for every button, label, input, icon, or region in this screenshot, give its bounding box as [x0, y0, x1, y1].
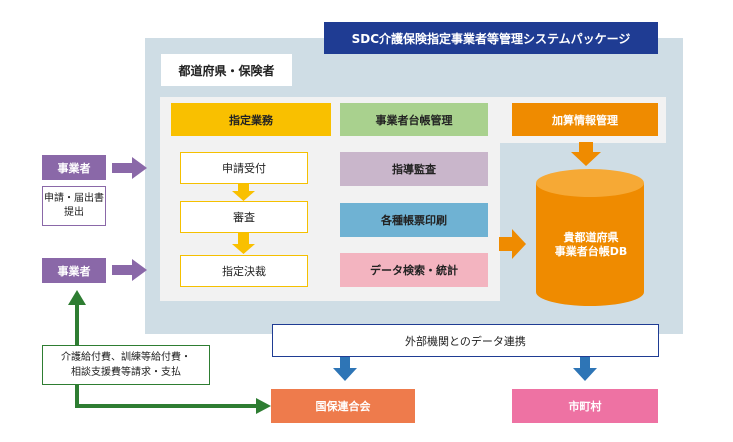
system-title: SDC介護保険指定事業者等管理システムパッケージ [324, 22, 658, 54]
arrow-to-kokuho [333, 357, 357, 381]
destination-shichoson: 市町村 [512, 389, 658, 423]
claim-note-line2: 相談支援費等請求・支払 [71, 367, 181, 378]
header-daicho-kanri: 事業者台帳管理 [340, 103, 488, 136]
claim-note-line1: 介護給付費、訓練等給付費・ [61, 352, 191, 363]
function-audit: 指導監査 [340, 152, 488, 186]
claim-arrow-up [68, 290, 86, 305]
arrow-step2-to-step3 [232, 233, 255, 254]
application-note-line1: 申請・届出書 [44, 193, 104, 204]
step-approval: 指定決裁 [180, 255, 308, 287]
claim-arrow-right [256, 398, 271, 414]
region-label: 都道府県・保険者 [161, 54, 292, 86]
claim-flow-line [75, 304, 258, 408]
database-label: 貴都道府県 事業者台帳DB [540, 225, 642, 265]
arrow-step1-to-step2 [232, 184, 255, 201]
database-label-line1: 貴都道府県 [563, 231, 619, 244]
step-application: 申請受付 [180, 152, 308, 184]
header-kasan-kanri: 加算情報管理 [512, 103, 658, 136]
arrow-functions-to-db [499, 229, 526, 259]
application-note-line2: 提出 [64, 207, 84, 218]
step-review: 審査 [180, 201, 308, 233]
actor-business-top: 事業者 [42, 155, 106, 180]
function-print: 各種帳票印刷 [340, 203, 488, 237]
external-data-link: 外部機関とのデータ連携 [272, 324, 659, 357]
claim-note: 介護給付費、訓練等給付費・ 相談支援費等請求・支払 [42, 345, 210, 385]
database-cylinder [536, 169, 644, 306]
arrow-to-shichoson [573, 357, 597, 381]
application-note: 申請・届出書 提出 [42, 186, 106, 226]
header-shitei-gyomu: 指定業務 [171, 103, 331, 136]
actor-business-bottom: 事業者 [42, 258, 106, 283]
arrow-actor1-to-system [112, 157, 147, 179]
arrow-kasan-to-db [571, 142, 601, 166]
function-search-stats: データ検索・統計 [340, 253, 488, 287]
arrow-actor2-to-system [112, 259, 147, 281]
destination-kokuho: 国保連合会 [271, 389, 415, 423]
database-label-line2: 事業者台帳DB [554, 245, 628, 258]
